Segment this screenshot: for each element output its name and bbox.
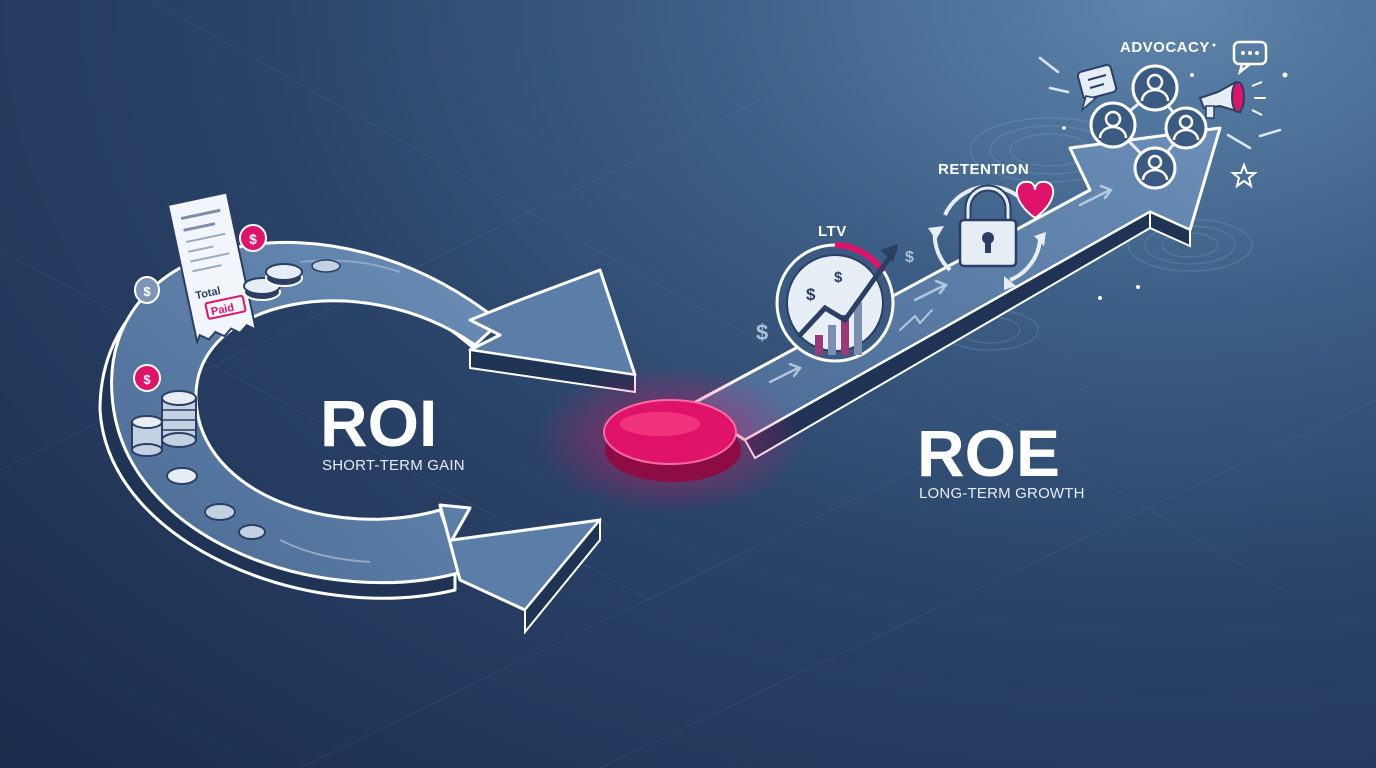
coin-stack-icon bbox=[243, 259, 341, 301]
receipt-total-label: Total bbox=[194, 285, 221, 302]
chat-bubble-icon bbox=[1076, 63, 1118, 113]
roi-title: ROI bbox=[320, 386, 437, 460]
ltv-growth-chart-icon: $ $ bbox=[775, 242, 898, 363]
coin-icon: $ bbox=[133, 364, 161, 392]
ltv-dollar-symbol: $ bbox=[834, 269, 843, 286]
megaphone-icon bbox=[1198, 80, 1266, 119]
person-avatar-icon bbox=[1133, 146, 1177, 190]
coin-icon: $ bbox=[134, 276, 160, 304]
coin-icon bbox=[204, 503, 236, 521]
sparkles bbox=[1062, 43, 1288, 300]
coin-stack-icon bbox=[131, 390, 197, 457]
receipt-paid-stamp: Paid bbox=[210, 302, 235, 319]
ltv-label: LTV bbox=[818, 223, 847, 240]
transition-node bbox=[535, 365, 805, 515]
people-network-icon bbox=[1089, 64, 1208, 190]
roe-title: ROE bbox=[917, 416, 1060, 490]
advocacy-label: ADVOCACY bbox=[1120, 39, 1210, 56]
roe-subtitle: LONG-TERM GROWTH bbox=[919, 485, 1085, 502]
person-avatar-icon bbox=[1164, 106, 1208, 150]
person-avatar-icon bbox=[1089, 101, 1137, 149]
coins-group: $ $ $ bbox=[131, 224, 341, 540]
retention-stage: RETENTION bbox=[928, 161, 1055, 290]
floating-dollar-symbol: $ bbox=[756, 320, 768, 345]
ltv-dollar-symbol: $ bbox=[806, 285, 816, 304]
advocacy-stage: ADVOCACY bbox=[1038, 39, 1282, 190]
track-chevrons bbox=[768, 184, 1113, 384]
burst-lines bbox=[1038, 56, 1282, 150]
ltv-stage: LTV $ $ $ $ bbox=[756, 223, 914, 363]
lock-cycle-icon bbox=[928, 184, 1046, 290]
floating-dollar-symbol: $ bbox=[905, 249, 914, 266]
star-icon bbox=[1230, 162, 1258, 189]
speech-bubble-dots-icon bbox=[1232, 40, 1268, 76]
retention-label: RETENTION bbox=[938, 161, 1029, 178]
coin-symbol: $ bbox=[143, 284, 151, 299]
person-avatar-icon bbox=[1131, 64, 1179, 112]
coin-icon bbox=[238, 524, 266, 540]
coin-symbol: $ bbox=[143, 372, 151, 387]
heart-icon bbox=[1015, 180, 1055, 220]
roi-subtitle: SHORT-TERM GAIN bbox=[322, 457, 465, 474]
coin-icon: $ bbox=[239, 224, 267, 252]
receipt-icon: Total Paid bbox=[166, 191, 258, 346]
coin-symbol: $ bbox=[249, 231, 257, 247]
coin-icon bbox=[166, 467, 198, 485]
